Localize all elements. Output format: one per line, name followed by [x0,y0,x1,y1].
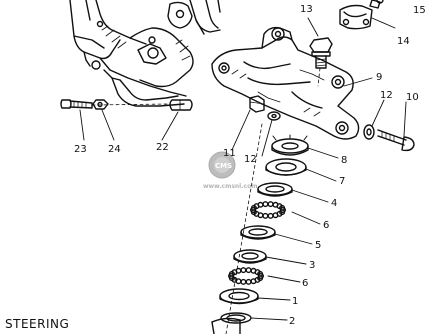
diagram-caption: STEERING [5,317,70,331]
callout-14: 14 [397,36,410,47]
callout-22: 22 [156,142,169,153]
callout-10: 10 [406,92,419,103]
callout-2: 2 [289,316,295,327]
callout-6-lower: 6 [302,278,308,289]
nut-11 [249,95,265,113]
callout-1: 1 [292,296,298,307]
bolt-10 [377,129,415,152]
callout-12-right: 12 [380,90,393,101]
callout-11: 11 [223,148,236,159]
assembly-line-left [91,103,171,106]
bearing-ball [267,212,274,219]
bearing-ball [250,278,257,285]
callout-9: 9 [376,72,382,83]
callout-23: 23 [74,144,87,155]
race-5 [240,225,276,240]
bearing-ball [245,278,252,285]
ball-bearing-6-upper [249,201,287,219]
steering-stem [211,317,241,334]
watermark-label: CMS [215,162,232,170]
callout-24: 24 [108,144,121,155]
bearing-ball [267,201,274,208]
race-3 [233,249,267,264]
bolt-15 [369,0,384,9]
nut-24 [92,99,109,110]
leader-lines [79,17,407,321]
washer-12-left [267,111,281,121]
bearing-ball [279,204,286,211]
callout-12-left: 12 [244,154,257,165]
race-4 [257,182,293,197]
assembly-line-bolt13 [317,67,321,87]
callouts: 13 15 14 9 12 10 11 12 8 7 4 6 5 3 6 1 2… [74,4,426,327]
callout-4: 4 [331,198,337,209]
ring-nut-8 [271,134,309,156]
watermark-url: www.cmsnl.com [203,183,257,190]
callout-8: 8 [341,155,347,166]
frame-bracket [69,0,221,107]
cms-watermark: CMS www.cmsnl.com [203,151,257,190]
bolt-13 [309,37,333,69]
callout-15: 15 [413,5,426,16]
ball-bearing-6-lower [227,267,265,285]
bearing-ball [262,212,269,219]
bearing-ball [272,212,279,219]
upper-bracket-9 [211,26,360,140]
washer-12-right [363,124,375,140]
holder-cap-14 [339,4,373,30]
bearing-ball [245,267,252,274]
callout-13: 13 [300,4,313,15]
callout-5: 5 [315,240,321,251]
bearing-ball [240,267,247,274]
callout-3: 3 [309,260,315,271]
bolt-23 [60,99,93,109]
bearing-ball [257,270,264,277]
race-1 [219,288,259,305]
callout-6-upper: 6 [323,220,329,231]
bearing-ball [262,201,269,208]
damper-22 [169,99,193,111]
callout-7: 7 [339,176,345,187]
washer-7 [265,158,307,176]
bearing-ball [257,201,264,208]
bearing-ball [240,278,247,285]
